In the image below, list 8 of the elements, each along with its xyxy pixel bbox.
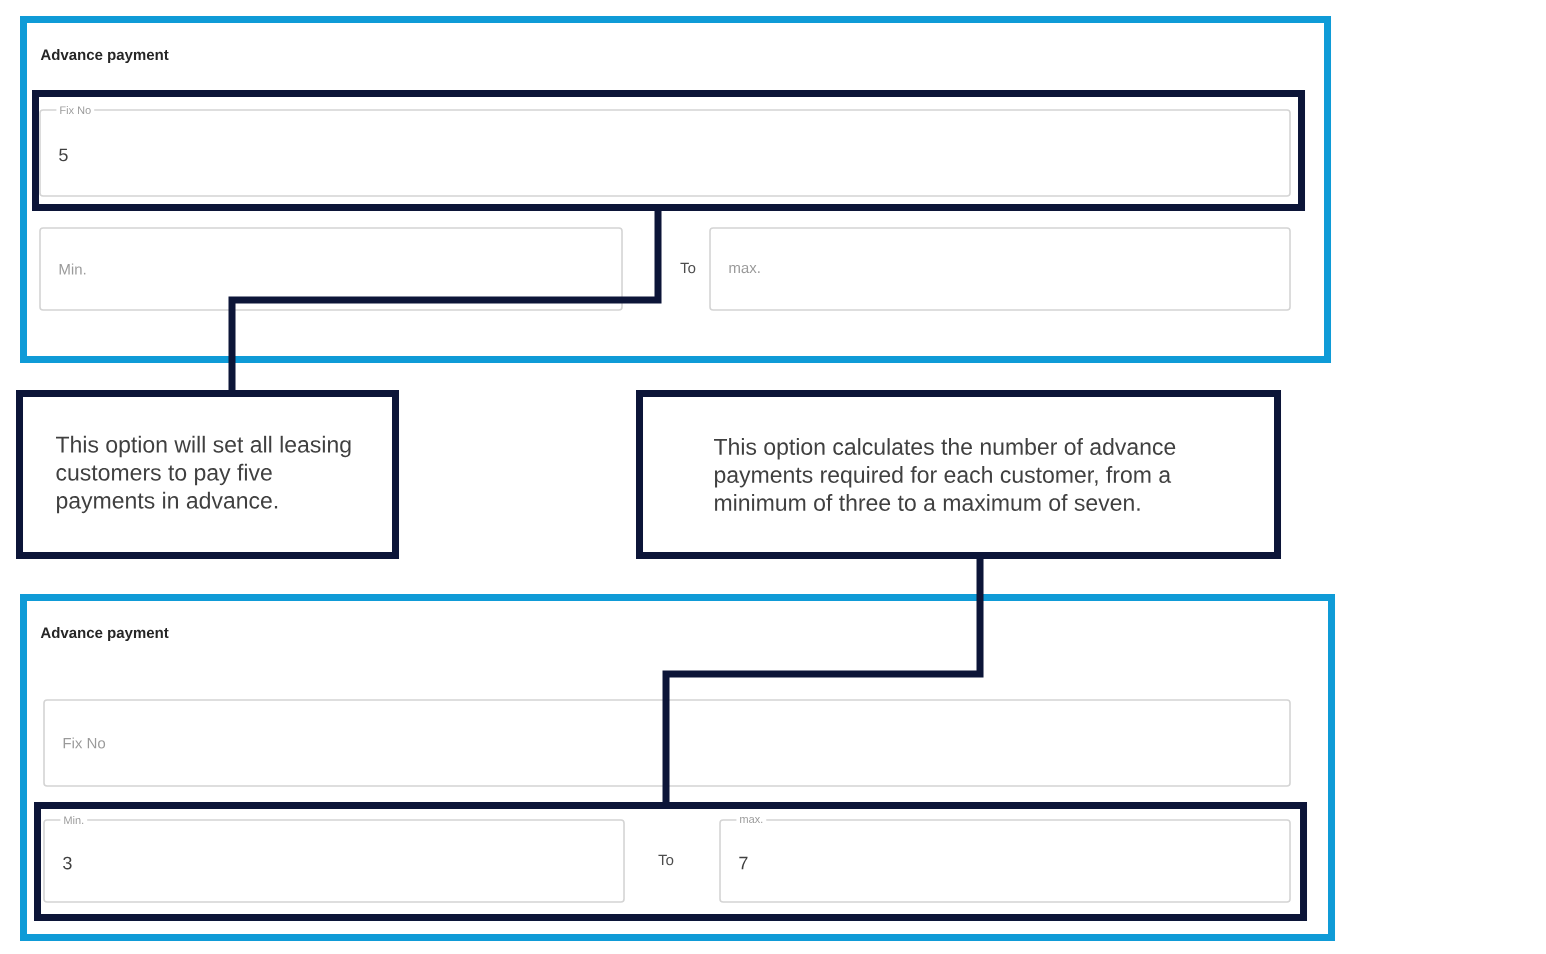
field-value: 5 [59,148,68,162]
leader-line [228,211,662,390]
leader-line [662,559,984,802]
highlight-frame [34,802,1307,921]
field-value: 7 [739,856,748,870]
callout-box: This option will set all leasing customers to pay five payments in advance. [16,390,399,559]
field-value: 3 [63,856,72,870]
callout-box: This option calculates the number of advance payments required for each customer, from a minimum of three to a maximum of seven. [636,390,1281,559]
